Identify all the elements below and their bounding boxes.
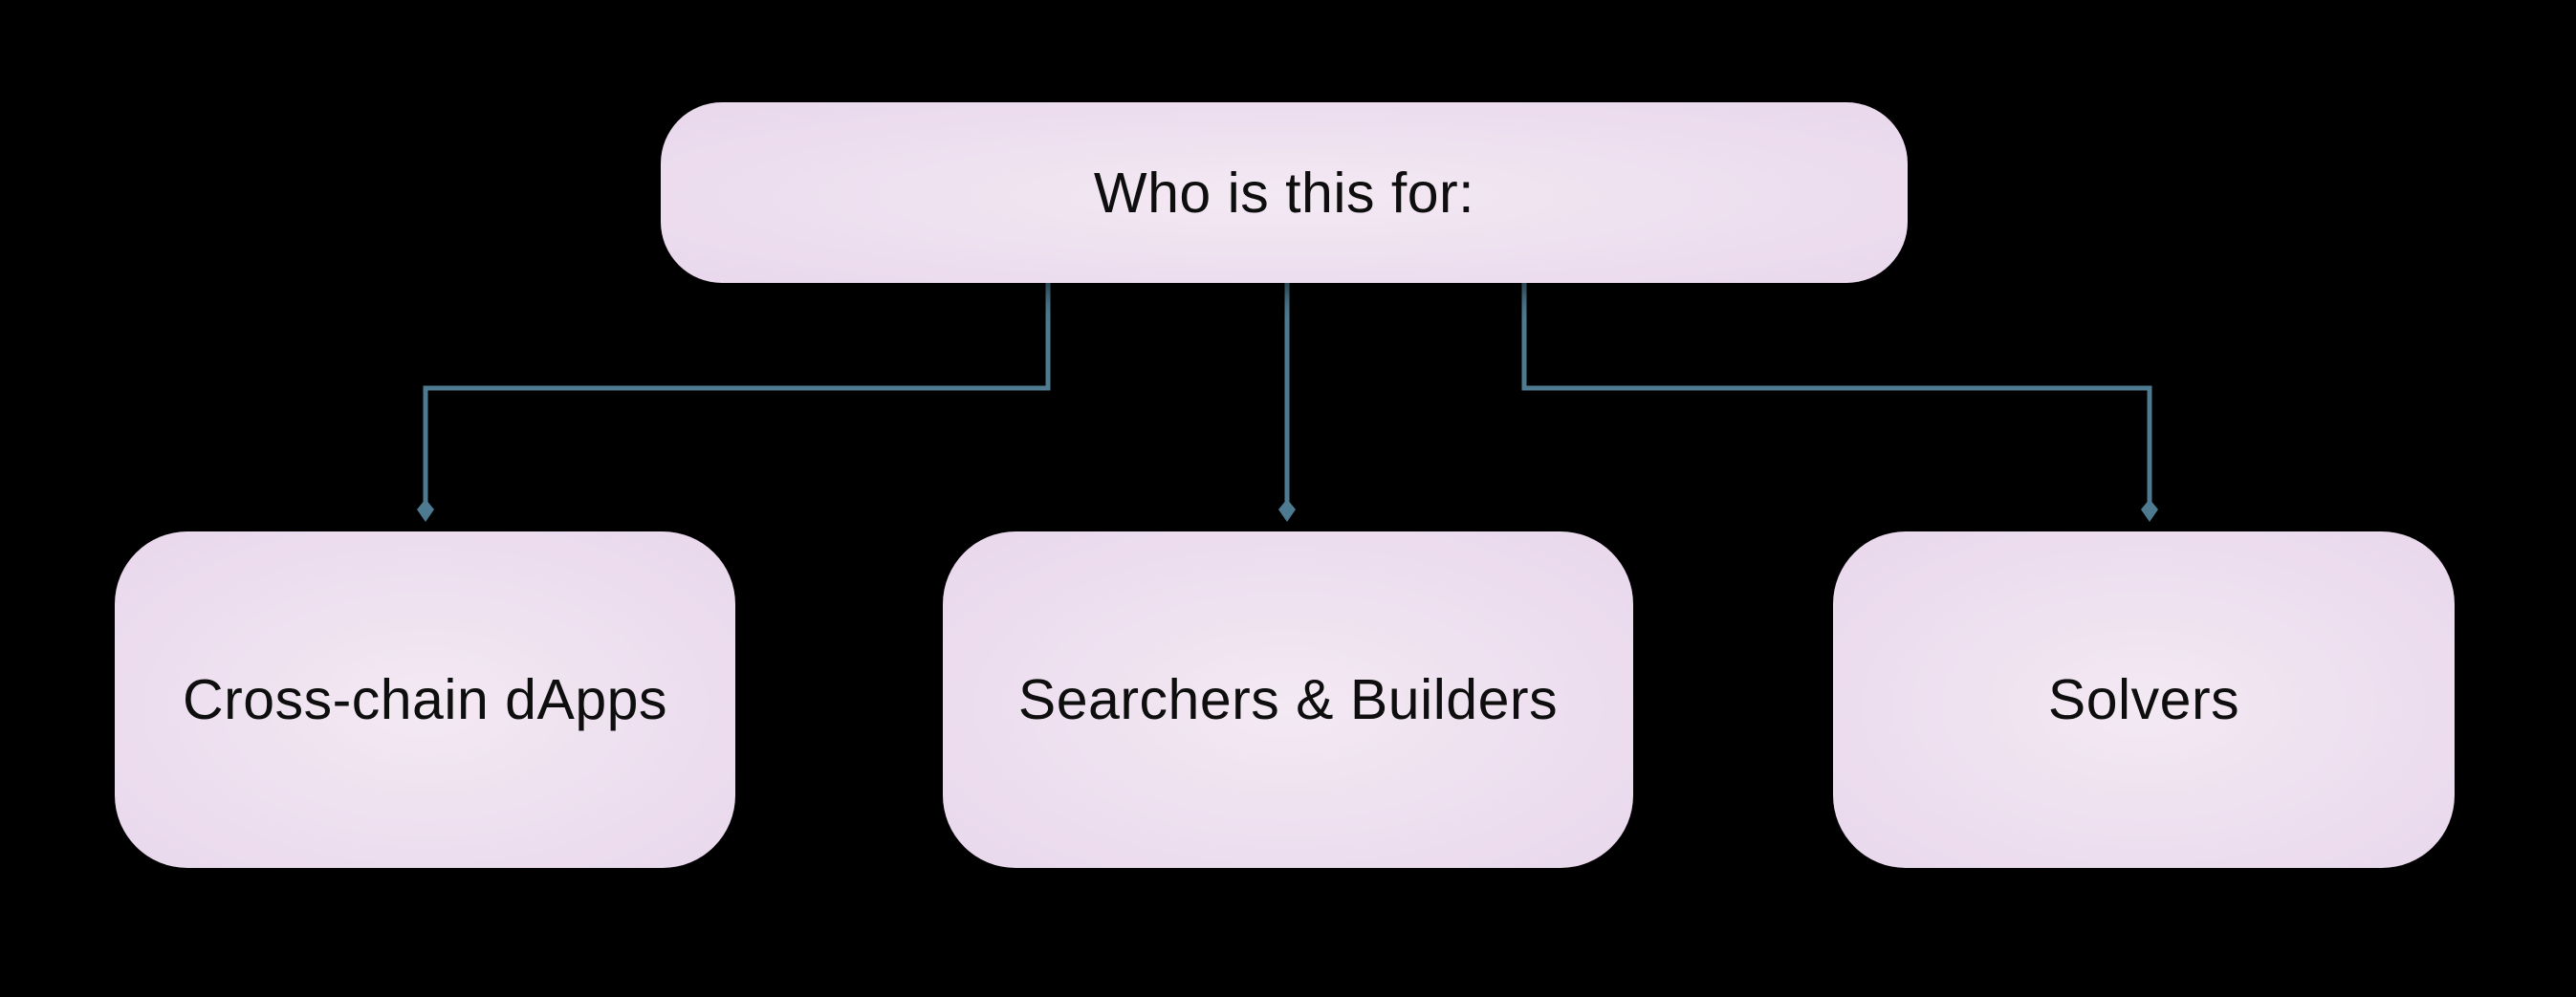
node-cross-chain-dapps: Cross-chain dApps bbox=[115, 531, 735, 868]
node-solvers-label: Solvers bbox=[2047, 668, 2240, 731]
arrowhead-diamond-searchers-builders bbox=[1278, 499, 1296, 522]
node-who-is-this-for: Who is this for: bbox=[661, 102, 1908, 283]
node-searchers-builders: Searchers & Builders bbox=[943, 531, 1633, 868]
node-who-is-this-for-label: Who is this for: bbox=[1093, 161, 1475, 225]
node-solvers: Solvers bbox=[1833, 531, 2455, 868]
arrowhead-diamond-solvers bbox=[2141, 499, 2158, 522]
node-cross-chain-dapps-label: Cross-chain dApps bbox=[183, 668, 667, 731]
node-searchers-builders-label: Searchers & Builders bbox=[1017, 668, 1559, 731]
connector-root-to-solvers bbox=[1521, 281, 2152, 504]
connector-root-to-cross-chain-dapps bbox=[423, 281, 1051, 504]
arrowhead-diamond-cross-chain-dapps bbox=[417, 499, 434, 522]
